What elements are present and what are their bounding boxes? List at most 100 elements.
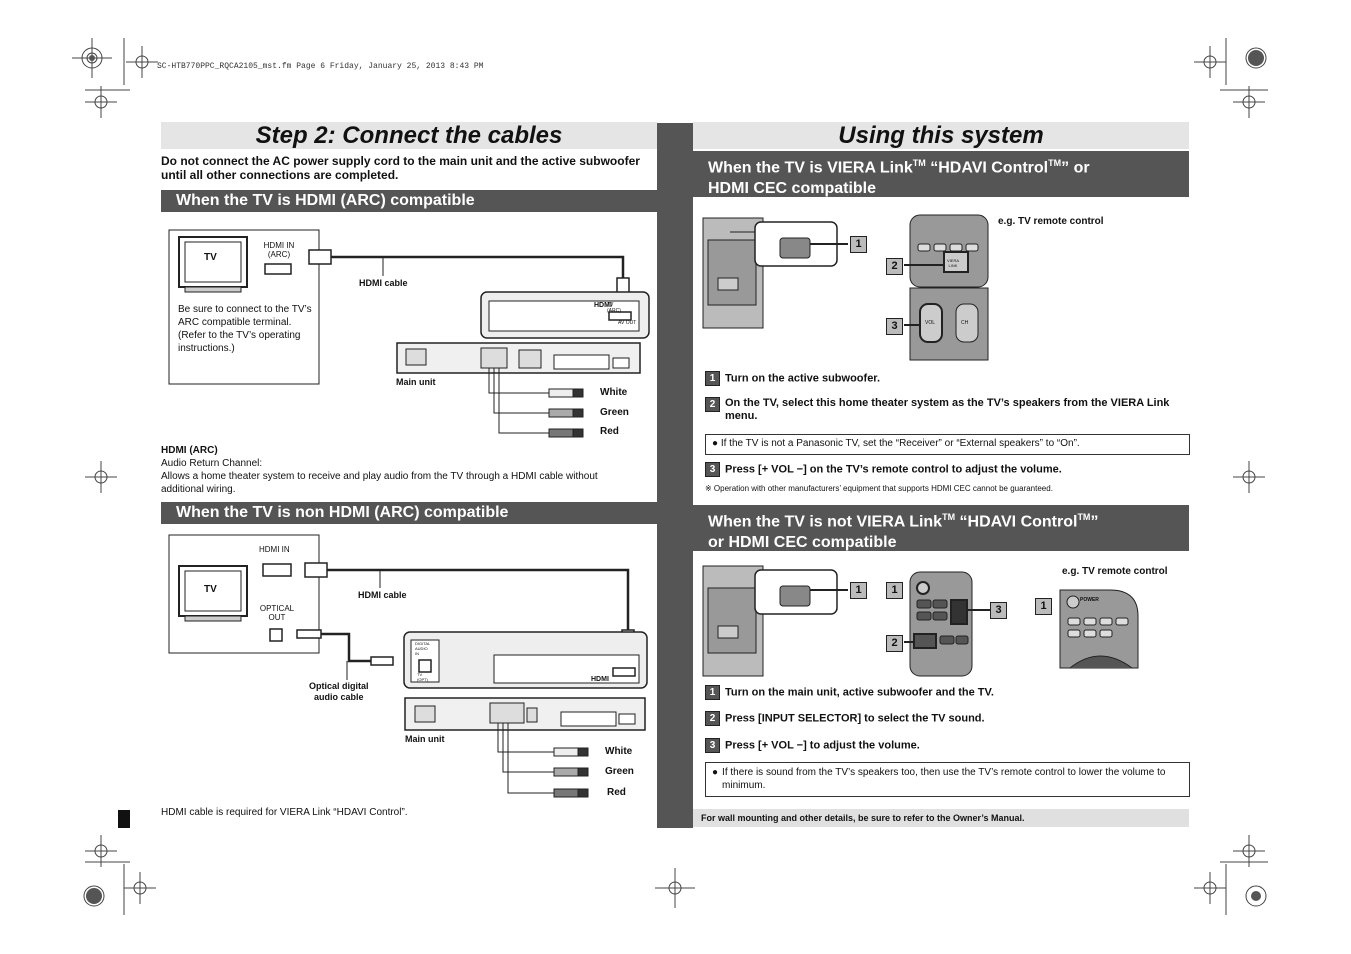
not-viera-step-1: 1 Turn on the main unit, active subwoofer… bbox=[705, 685, 994, 700]
bullet-icon: ● bbox=[712, 438, 719, 449]
illustration-not-viera-drawing bbox=[702, 565, 1139, 677]
tv-label-non-arc: TV bbox=[204, 584, 217, 595]
not-viera-note-text: If there is sound from the TV’s speakers… bbox=[722, 767, 1166, 791]
tm-mark-1: TM bbox=[912, 158, 926, 168]
ch-button-label: CH bbox=[961, 320, 969, 326]
optical-out-label: OPTICAL OUT bbox=[259, 604, 295, 622]
viera-heading-part1: When the TV is VIERA Link bbox=[708, 159, 913, 177]
vol-button-label: VOL bbox=[925, 320, 936, 326]
arc-info-title: HDMI (ARC) bbox=[161, 445, 218, 456]
arc-info-line1: Audio Return Channel: bbox=[161, 458, 263, 469]
step-num-2: 2 bbox=[705, 397, 720, 412]
left-title-bar: Step 2: Connect the cables bbox=[161, 122, 657, 149]
section-heading-not-viera: When the TV is not VIERA LinkTM “HDAVI C… bbox=[693, 505, 1189, 551]
main-unit-label-arc: Main unit bbox=[396, 377, 436, 387]
left-footer-note: HDMI cable is required for VIERA Link “H… bbox=[161, 807, 408, 818]
tm-mark-4: TM bbox=[1077, 512, 1091, 522]
diagram-arc-drawing bbox=[168, 229, 650, 438]
not-viera-step-1-text: Turn on the main unit, active subwoofer … bbox=[725, 686, 994, 699]
not-viera-step-2-text: Press [INPUT SELECTOR] to select the TV … bbox=[725, 712, 985, 725]
remote-label-not-viera: e.g. TV remote control bbox=[1062, 566, 1168, 577]
illustration-not-viera: 1 1 3 2 1 POWER e.g. TV remote control bbox=[700, 560, 1180, 680]
viera-note-box: ● If the TV is not a Panasonic TV, set t… bbox=[705, 434, 1190, 455]
section-heading-viera: When the TV is VIERA LinkTM “HDAVI Contr… bbox=[693, 151, 1189, 197]
illustration-viera-drawing bbox=[702, 214, 989, 361]
not-viera-heading-part3: ” bbox=[1090, 513, 1099, 531]
section-heading-arc: When the TV is HDMI (ARC) compatible bbox=[161, 190, 657, 212]
tv-label-arc: TV bbox=[204, 252, 217, 263]
right-footer-note: For wall mounting and other details, be … bbox=[701, 813, 1025, 823]
arc-info: HDMI (ARC) Audio Return Channel: Allows … bbox=[161, 444, 641, 496]
section-heading-non-arc: When the TV is non HDMI (ARC) compatible bbox=[161, 502, 657, 524]
tv-opt-label: TV (OPT) bbox=[417, 672, 428, 682]
main-unit-label-non-arc: Main unit bbox=[405, 734, 445, 744]
bullet-icon: ● bbox=[712, 767, 719, 778]
tv-arc-port-label: TV (ARC) bbox=[607, 302, 621, 314]
viera-note-text: If the TV is not a Panasonic TV, set the… bbox=[720, 438, 1080, 449]
page-title-left: Step 2: Connect the cables bbox=[255, 122, 563, 149]
step-num-1b: 1 bbox=[705, 685, 720, 700]
center-divider bbox=[657, 123, 693, 828]
cable-color-green-non-arc: Green bbox=[605, 766, 634, 777]
tm-mark-3: TM bbox=[942, 512, 956, 522]
not-viera-note-box: ●If there is sound from the TV’s speaker… bbox=[705, 762, 1190, 797]
callout-2-viera: 2 bbox=[886, 258, 903, 275]
viera-step-2: 2 On the TV, select this home theater sys… bbox=[705, 397, 1185, 423]
arc-info-line2: Allows a home theater system to receive … bbox=[161, 471, 598, 495]
section-heading-non-arc-text: When the TV is non HDMI (ARC) compatible bbox=[176, 504, 509, 521]
viera-link-button-label: VIERA LINK bbox=[947, 258, 960, 268]
cable-color-red-non-arc: Red bbox=[607, 787, 626, 798]
not-viera-step-3: 3 Press [+ VOL −] to adjust the volume. bbox=[705, 738, 920, 753]
viera-heading-part2: “HDAVI Control bbox=[925, 159, 1049, 177]
illustration-viera: 1 2 3 VIERA LINK VOL CH e.g. TV remote c… bbox=[700, 210, 1180, 370]
not-viera-heading-part1: When the TV is not VIERA Link bbox=[708, 513, 943, 531]
power-button-label: POWER bbox=[1080, 597, 1099, 603]
digital-audio-in-label: DIGITAL AUDIO IN bbox=[415, 641, 431, 656]
not-viera-step-2: 2 Press [INPUT SELECTOR] to select the TV… bbox=[705, 711, 985, 726]
step-num-3b: 3 bbox=[705, 738, 720, 753]
hdmi-logo-non-arc: HDMI bbox=[591, 676, 609, 683]
optical-cable-label: Optical digital audio cable bbox=[309, 681, 369, 702]
viera-step-2-text: On the TV, select this home theater syst… bbox=[725, 397, 1170, 422]
callout-3-viera: 3 bbox=[886, 318, 903, 335]
callout-1-not-viera: 1 bbox=[850, 582, 867, 599]
tm-mark-2: TM bbox=[1048, 158, 1062, 168]
hdmi-logo-arc: HDMI bbox=[594, 302, 612, 309]
section-heading-arc-text: When the TV is HDMI (ARC) compatible bbox=[176, 192, 475, 209]
right-footer-bar: For wall mounting and other details, be … bbox=[693, 809, 1189, 827]
av-out-port-label: AV OUT bbox=[618, 320, 637, 326]
viera-step-3: 3 Press [+ VOL −] on the TV’s remote cont… bbox=[705, 462, 1062, 477]
file-header-line: SC-HTB770PPC_RQCA2105_mst.fm Page 6 Frid… bbox=[157, 62, 484, 71]
warning-text: Do not connect the AC power supply cord … bbox=[161, 154, 640, 182]
callout-1-tv-remote: 1 bbox=[1035, 598, 1052, 615]
viera-heading-line2: HDMI CEC compatible bbox=[708, 180, 877, 198]
arc-connect-note: Be sure to connect to the TV’s ARC compa… bbox=[178, 304, 312, 354]
hdmi-in-arc-label: HDMI IN (ARC) bbox=[263, 241, 295, 259]
step-num-1: 1 bbox=[705, 371, 720, 386]
cable-color-green-arc: Green bbox=[600, 407, 629, 418]
right-title-bar: Using this system bbox=[693, 122, 1189, 149]
viera-heading-part3: ” or bbox=[1061, 159, 1090, 177]
step-num-2b: 2 bbox=[705, 711, 720, 726]
callout-1-viera: 1 bbox=[850, 236, 867, 253]
callout-3-not-viera: 3 bbox=[990, 602, 1007, 619]
viera-step-1: 1 Turn on the active subwoofer. bbox=[705, 371, 880, 386]
cable-color-white-non-arc: White bbox=[605, 746, 633, 757]
hdmi-cable-label-arc: HDMI cable bbox=[359, 278, 408, 288]
not-viera-step-3-text: Press [+ VOL −] to adjust the volume. bbox=[725, 739, 920, 752]
diagram-non-arc-drawing bbox=[168, 534, 648, 798]
diagram-non-arc: TV HDMI IN OPTICAL OUT HDMI cable Optica… bbox=[161, 530, 657, 800]
hdmi-cec-disclaimer: ※ Operation with other manufacturers’ eq… bbox=[705, 484, 1053, 493]
not-viera-heading-part2: “HDAVI Control bbox=[955, 513, 1078, 531]
step-num-3: 3 bbox=[705, 462, 720, 477]
hdmi-in-label: HDMI IN bbox=[259, 545, 290, 554]
diagram-arc: TV HDMI IN (ARC) Be sure to connect to t… bbox=[161, 218, 657, 440]
page-title-right: Using this system bbox=[838, 122, 1044, 149]
hdmi-cable-label-non-arc: HDMI cable bbox=[358, 590, 407, 600]
cable-color-white-arc: White bbox=[600, 387, 628, 398]
viera-step-1-text: Turn on the active subwoofer. bbox=[725, 372, 881, 385]
viera-step-3-text: Press [+ VOL −] on the TV’s remote contr… bbox=[725, 463, 1062, 476]
callout-2-not-viera: 2 bbox=[886, 635, 903, 652]
not-viera-heading-line2: or HDMI CEC compatible bbox=[708, 534, 897, 552]
